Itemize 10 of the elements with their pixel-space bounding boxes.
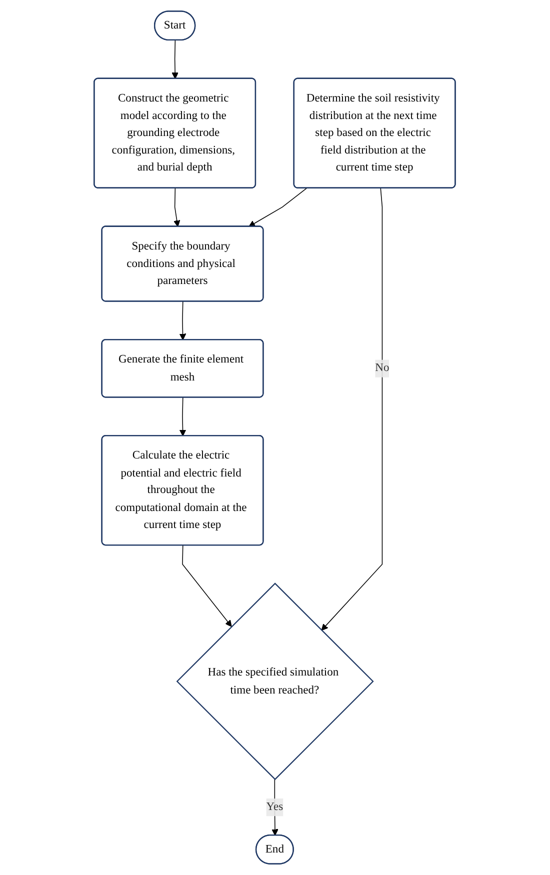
edge-label: No xyxy=(376,362,390,374)
arrow xyxy=(180,397,186,436)
node-diamond: Has the specified simulation time been reached? xyxy=(176,582,374,780)
arrow xyxy=(182,545,232,627)
arrow xyxy=(174,188,181,227)
arrow xyxy=(180,301,186,340)
arrow xyxy=(248,188,308,227)
edge-label: Yes xyxy=(266,800,284,814)
arrow xyxy=(172,40,179,80)
arrow xyxy=(322,188,383,631)
